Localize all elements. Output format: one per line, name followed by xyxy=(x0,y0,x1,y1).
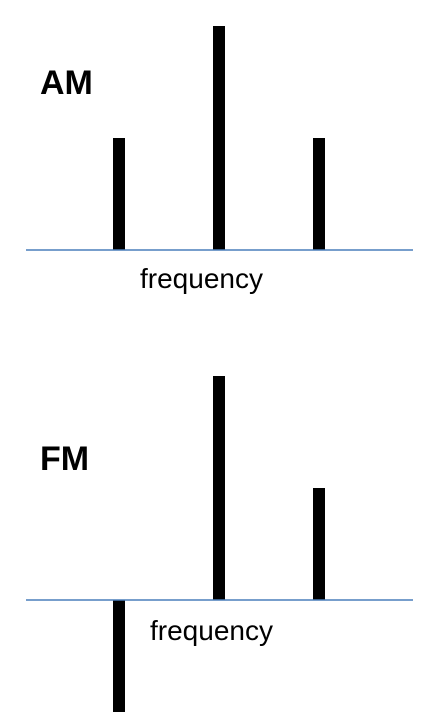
fm-panel-label: FM xyxy=(40,440,89,478)
fm-panel: FM frequency xyxy=(26,376,413,712)
am-spikes xyxy=(113,26,325,250)
am-axis-label: frequency xyxy=(140,263,263,294)
am-panel: AM frequency xyxy=(26,26,413,294)
fm-spikes xyxy=(113,376,325,712)
am-spike-carrier xyxy=(213,26,225,250)
fm-spike-lower-sideband xyxy=(113,600,125,712)
fm-spike-upper-sideband xyxy=(313,488,325,600)
fm-spike-carrier xyxy=(213,376,225,600)
fm-axis-label: frequency xyxy=(150,615,273,646)
am-spike-lower-sideband xyxy=(113,138,125,250)
am-panel-label: AM xyxy=(40,64,93,102)
am-spike-upper-sideband xyxy=(313,138,325,250)
